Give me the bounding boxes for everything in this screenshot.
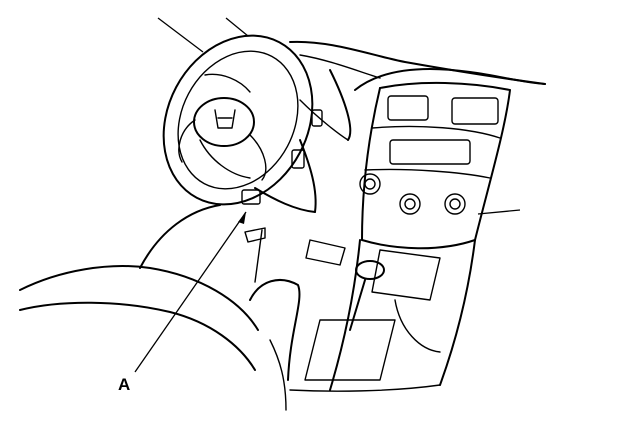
seat [19,204,346,411]
callout-label: A [118,375,130,394]
lower-console [289,239,476,392]
honda-logo-icon [214,109,236,129]
center-console [359,81,511,250]
dashboard [289,40,546,141]
top-leader-lines [157,17,521,215]
callout-a: A [118,211,247,394]
steering-column [241,109,323,243]
steering-wheel [162,34,314,206]
